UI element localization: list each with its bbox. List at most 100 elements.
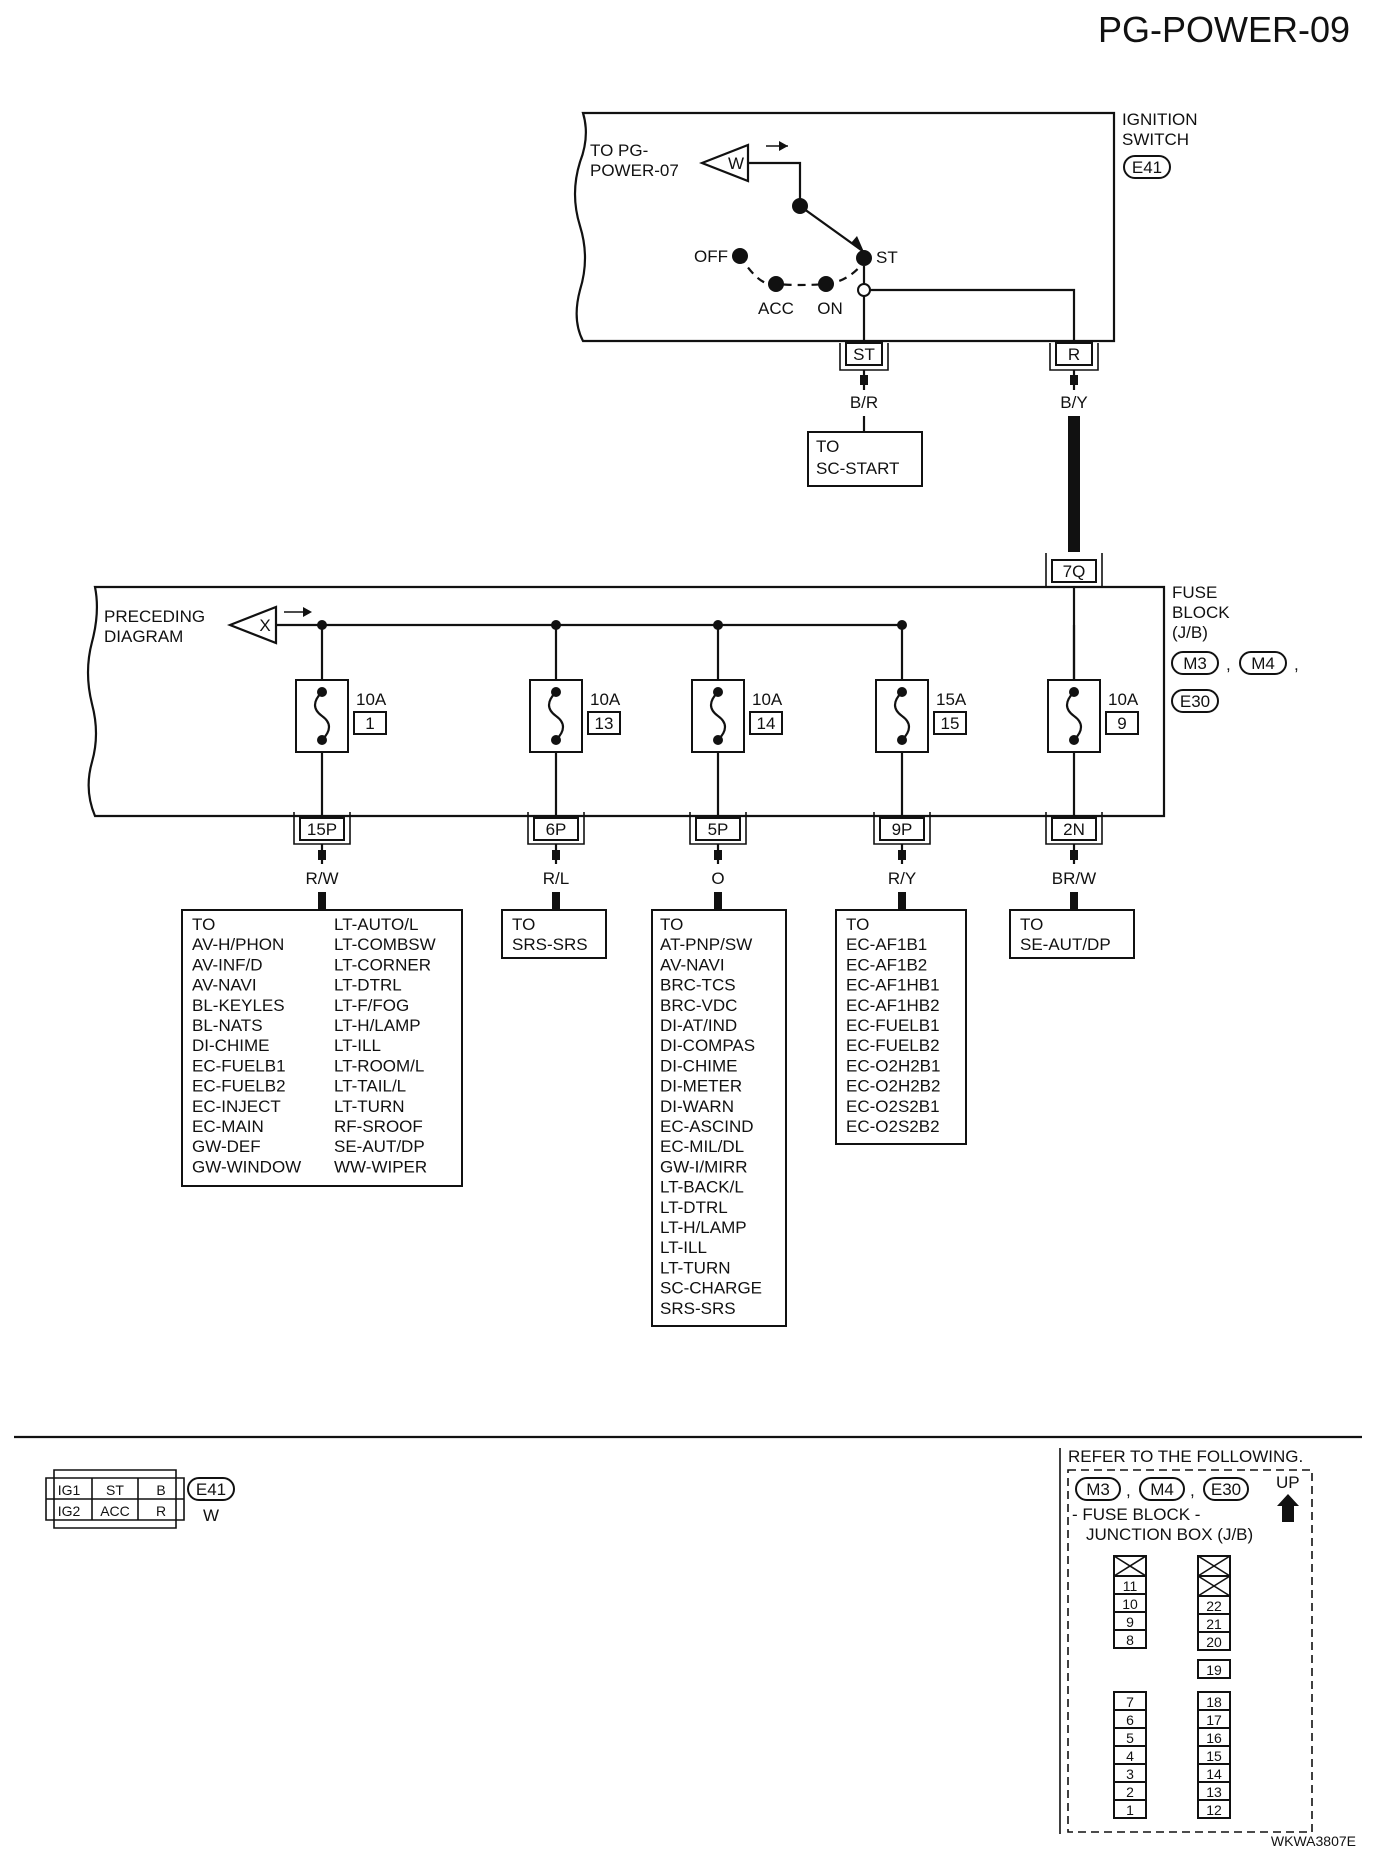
- fuse-wire-color: O: [711, 869, 724, 888]
- destination-item: EC-MIL/DL: [660, 1137, 744, 1156]
- fuse-slot-number: 17: [1206, 1712, 1222, 1728]
- fuse-wire-color: R/L: [543, 869, 569, 888]
- fuse-number-box: [749, 711, 783, 735]
- wire-b-y-thick: [1068, 416, 1080, 552]
- dest-fuse1-col1: TOAV-H/PHONAV-INF/DAV-NAVIBL-KEYLESBL-NA…: [192, 915, 301, 1176]
- refer-badge-e30: [1203, 1477, 1249, 1501]
- connector-badge-e41: [1123, 155, 1171, 179]
- destination-item: LT-F/FOG: [334, 996, 409, 1015]
- destination-item: BRC-TCS: [660, 976, 736, 995]
- fuse-slot-number: 7: [1126, 1694, 1134, 1710]
- terminal-7q-box: [1051, 559, 1097, 583]
- refer-badge-m4: [1139, 1477, 1185, 1501]
- refer-dashed-box: [1067, 1469, 1313, 1833]
- fuse-number-box: [933, 711, 967, 735]
- destination-item: SE-AUT/DP: [1020, 935, 1111, 954]
- fuse-amp: 10A: [590, 690, 621, 709]
- destination-item: BL-NATS: [192, 1016, 263, 1035]
- fuse-block-label-2: BLOCK: [1172, 603, 1230, 622]
- destination-item: DI-CHIME: [192, 1036, 269, 1055]
- fuse-amp: 10A: [1108, 690, 1139, 709]
- fuse-slot-number: 12: [1206, 1802, 1222, 1818]
- destination-item: EC-O2H2B1: [846, 1056, 940, 1075]
- refer-comma-1: ,: [1126, 1481, 1131, 1500]
- pin-acc: ACC: [100, 1503, 130, 1519]
- pin-ig2: IG2: [58, 1503, 81, 1519]
- table-connector-color: W: [203, 1506, 219, 1525]
- fuse-wire-color: R/W: [305, 869, 338, 888]
- fuse-amp: 10A: [752, 690, 783, 709]
- destination-item: WW-WIPER: [334, 1157, 427, 1176]
- destination-item: TO: [192, 915, 215, 934]
- fuse-number-box: [353, 711, 387, 735]
- destination-item: EC-FUELB2: [192, 1077, 286, 1096]
- destination-item: DI-AT/IND: [660, 1016, 737, 1035]
- terminal-r-box: [1055, 342, 1093, 366]
- fuse-slot-number: 8: [1126, 1632, 1134, 1648]
- table-connector-badge: [187, 1477, 235, 1501]
- destination-item: EC-AF1HB1: [846, 976, 940, 995]
- destination-item: EC-INJECT: [192, 1097, 281, 1116]
- refer-badge-m3-label: M3: [1086, 1480, 1110, 1499]
- st-contact: [856, 250, 872, 266]
- fuse-slot-number: 1: [1126, 1802, 1134, 1818]
- destination-item: EC-FUELB1: [846, 1016, 940, 1035]
- fuse-terminal-label: 15P: [307, 820, 337, 839]
- to-pg-power-07-line2: POWER-07: [590, 161, 679, 180]
- destination-item: AV-INF/D: [192, 955, 263, 974]
- dest-fuse15-list: TOEC-AF1B1EC-AF1B2EC-AF1HB1EC-AF1HB2EC-F…: [846, 915, 940, 1136]
- badge-separator-comma: ,: [1226, 655, 1231, 674]
- destination-item: TO: [1020, 915, 1043, 934]
- x-marker-label: X: [259, 616, 270, 635]
- destination-item: EC-AF1B1: [846, 935, 927, 954]
- fuse-number: 1: [365, 714, 374, 733]
- fuse-slot-number: 13: [1206, 1784, 1222, 1800]
- fuse-block: 7Q FUSE BLOCK (J/B) M3 , M4 , E30 PRECED…: [86, 553, 1299, 910]
- badge-separator-comma-2: ,: [1294, 655, 1299, 674]
- destination-item: GW-DEF: [192, 1137, 261, 1156]
- fuse-number: 14: [757, 714, 776, 733]
- fuse-terminal-box: [299, 817, 345, 841]
- destination-item: LT-TURN: [660, 1258, 731, 1277]
- fuse-symbol-icon: [547, 691, 565, 741]
- destination-item: EC-O2S2B1: [846, 1097, 940, 1116]
- fuse-symbol-icon: [893, 691, 911, 741]
- refer-badge-m3: [1075, 1477, 1121, 1501]
- destination-item: LT-DTRL: [660, 1198, 728, 1217]
- dest-sc-start-box: [807, 431, 923, 487]
- ignition-switch-enclosure: [573, 111, 1116, 343]
- w-marker-label: W: [728, 154, 744, 173]
- destination-item: BL-KEYLES: [192, 996, 285, 1015]
- fuse-slot: [1197, 1659, 1231, 1679]
- connector-badge-e30-label: E30: [1180, 692, 1210, 711]
- pin-ig1: IG1: [58, 1482, 81, 1498]
- r-wire-internal: [864, 288, 1076, 345]
- fuse-symbol-icon: [313, 691, 331, 741]
- terminal-7q-label: 7Q: [1063, 562, 1086, 581]
- fuse-slot: [1197, 1631, 1231, 1651]
- destination-item: SE-AUT/DP: [334, 1137, 425, 1156]
- connector-badge-e30: [1171, 689, 1219, 713]
- destination-item: LT-H/LAMP: [660, 1218, 747, 1237]
- destination-item: LT-BACK/L: [660, 1178, 744, 1197]
- destination-item: EC-ASCIND: [660, 1117, 754, 1136]
- fuse-amp: 10A: [356, 690, 387, 709]
- destination-item: RF-SROOF: [334, 1117, 423, 1136]
- destination-item: LT-ROOM/L: [334, 1056, 424, 1075]
- switch-arm: [748, 161, 865, 253]
- destination-item: SRS-SRS: [660, 1299, 736, 1318]
- refer-caption-1: - FUSE BLOCK -: [1072, 1505, 1200, 1524]
- ignition-switch: IGNITION SWITCH E41 TO PG- POWER-07 W OF…: [573, 110, 1198, 552]
- destination-item: LT-DTRL: [334, 976, 402, 995]
- up-label: UP: [1276, 1473, 1300, 1492]
- fuse-wire-color: R/Y: [888, 869, 916, 888]
- destination-item: LT-CORNER: [334, 955, 431, 974]
- connector-badge-m3: [1171, 651, 1219, 675]
- dest-fuse13-box: [501, 909, 607, 959]
- refer-badge-e30-label: E30: [1211, 1480, 1241, 1499]
- destination-item: AV-NAVI: [192, 976, 257, 995]
